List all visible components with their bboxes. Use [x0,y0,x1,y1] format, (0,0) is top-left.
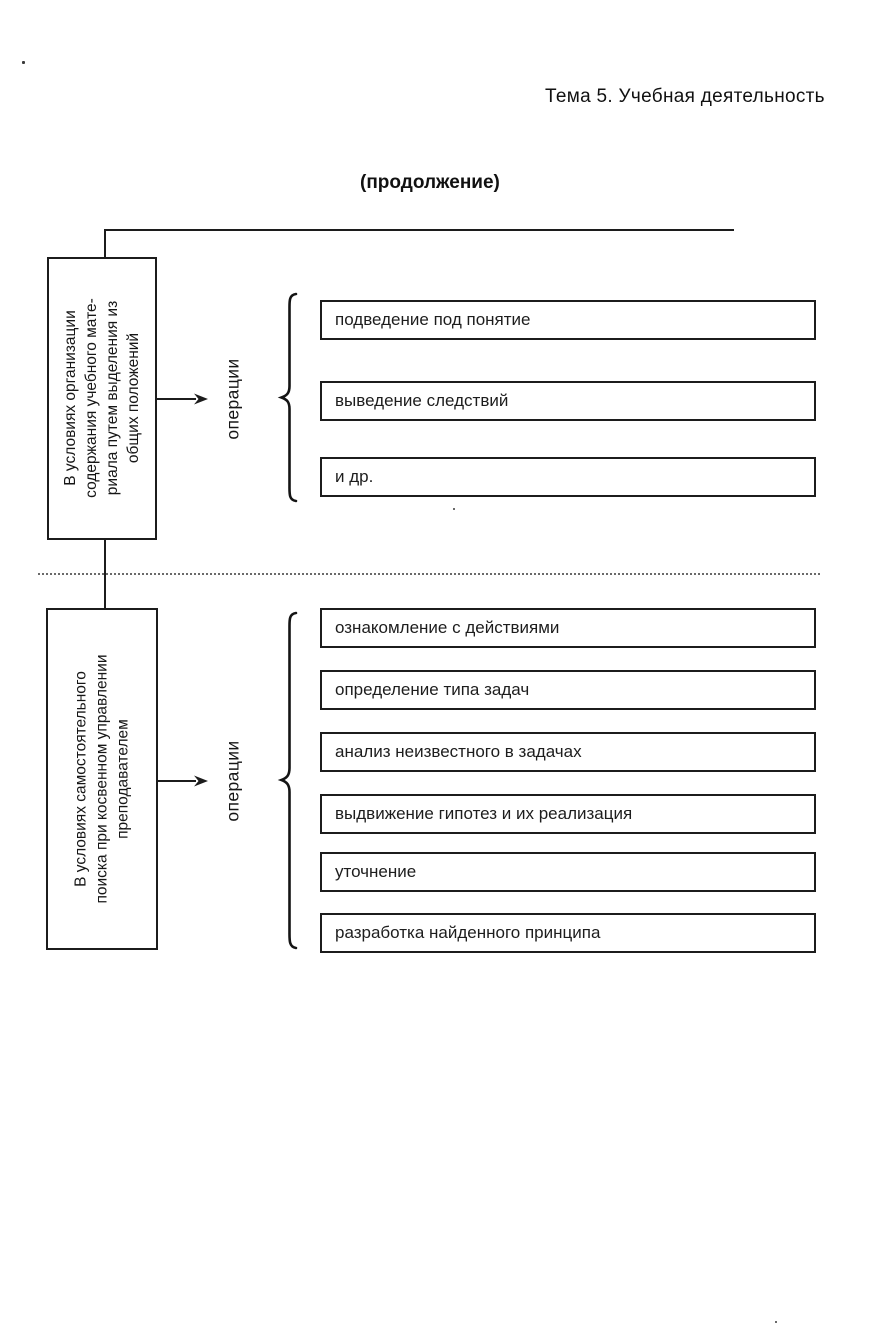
section-divider-dotted-line [38,573,820,575]
top-connector-line [104,229,734,231]
condition-box [46,608,158,950]
operation-label: уточнение [335,862,417,881]
arrow-right-icon [157,775,208,787]
diagram-title: (продолжение) [360,172,500,193]
scan-speck [775,1321,777,1323]
operation-box: уточнение [320,852,816,892]
condition-box [47,257,157,540]
operation-label: ознакомление с действиями [335,618,560,637]
operation-box: анализ неизвестного в задачах [320,732,816,772]
operation-label: выдвижение гипотез и их реализация [335,804,633,823]
operation-box: ознакомление с действиями [320,608,816,648]
condition-text: В условиях организации содержания учебно… [62,298,142,498]
condition-text: В условиях самостоятельного поиска при к… [72,654,132,904]
operation-label: анализ неизвестного в задачах [335,742,582,761]
arrow-right-icon [157,393,208,405]
operation-label: и др. [335,467,374,486]
operation-box: подведение под понятие [320,300,816,340]
operations-label: операции [222,358,243,440]
operation-box: и др. [320,457,816,497]
operation-box: определение типа задач [320,670,816,710]
page-header: Тема 5. Учебная деятельность [545,86,825,107]
curly-brace-icon [277,292,298,503]
scan-speck [453,508,455,510]
curly-brace-icon [277,611,298,950]
operation-label: определение типа задач [335,680,530,699]
top-connector-vertical [104,231,106,258]
operation-label: разработка найденного принципа [335,923,601,942]
operation-box: выведение следствий [320,381,816,421]
operation-box: выдвижение гипотез и их реализация [320,794,816,834]
operation-label: выведение следствий [335,391,509,410]
scan-speck [22,61,25,64]
operation-label: подведение под понятие [335,310,531,329]
operation-box: разработка найденного принципа [320,913,816,953]
operations-label: операции [222,740,243,822]
